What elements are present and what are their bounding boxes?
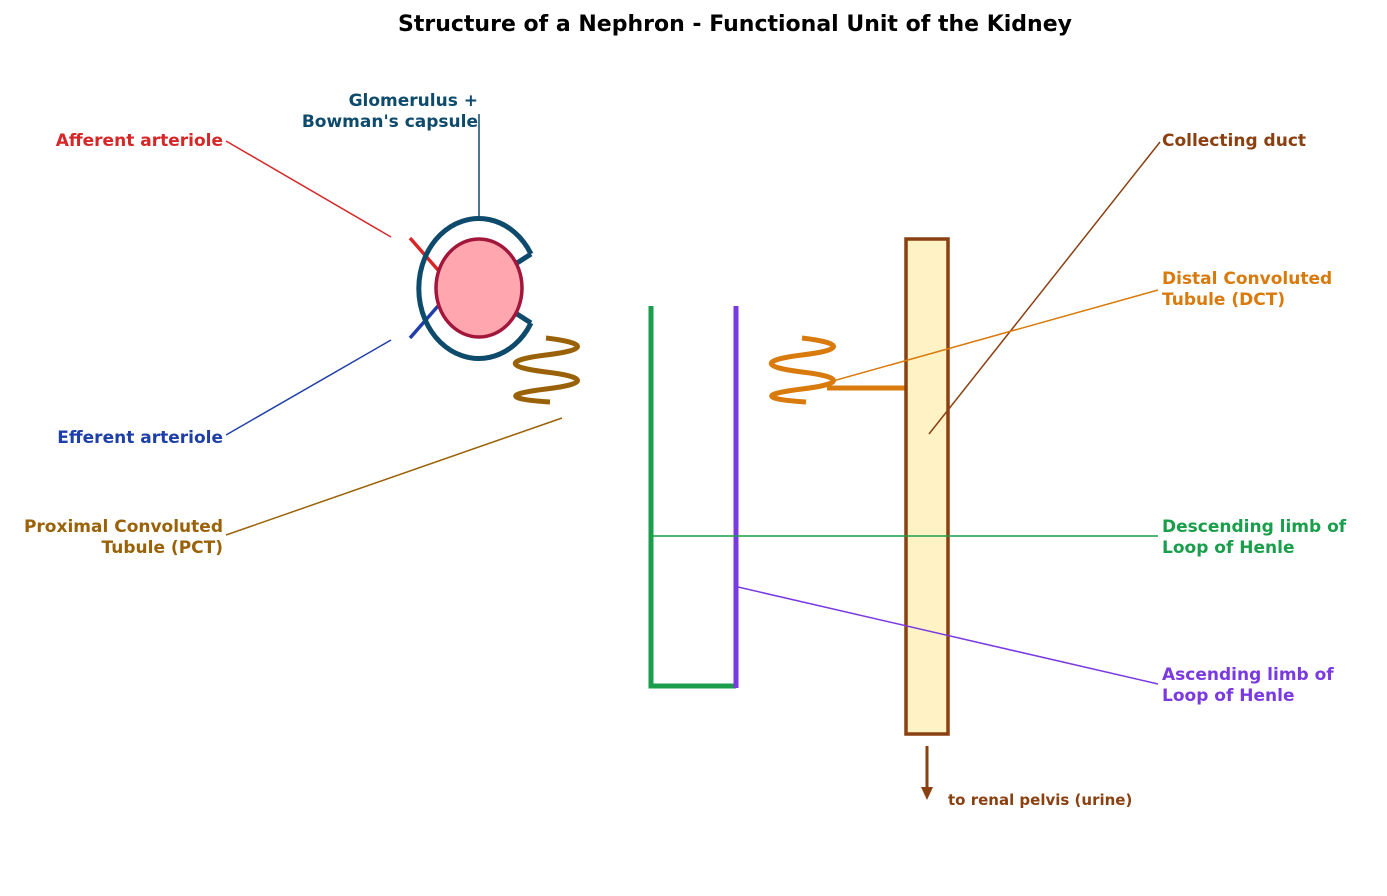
proximal-convoluted-tubule <box>512 335 580 405</box>
bowmans-capsule-lip-bottom <box>515 311 533 326</box>
label-ascending-line1: Ascending limb of <box>1162 665 1334 685</box>
label-dct-line1: Distal Convoluted <box>1162 269 1332 289</box>
bowmans-capsule-lip-top <box>515 251 533 266</box>
label-collecting: Collecting duct <box>1162 131 1306 151</box>
label-ascending-line2: Loop of Henle <box>1162 686 1295 706</box>
collecting-duct <box>904 237 950 736</box>
distal-convoluted-tubule <box>768 335 836 405</box>
label-descending-line2: Loop of Henle <box>1162 538 1295 558</box>
leader-pct <box>225 417 563 536</box>
label-pct-line2: Tubule (PCT) <box>102 538 223 558</box>
label-dct-line2: Tubule (DCT) <box>1162 290 1285 310</box>
leader-dct <box>814 289 1159 387</box>
label-efferent: Efferent arteriole <box>57 428 223 448</box>
descending-limb <box>648 306 736 689</box>
bowmans-capsule <box>416 216 534 361</box>
urine-arrow-head <box>921 787 933 800</box>
label-urine: to renal pelvis (urine) <box>948 791 1132 809</box>
label-glomerulus-line2: Bowman's capsule <box>302 112 478 132</box>
leader-afferent <box>225 140 392 238</box>
leader-collecting <box>928 141 1161 435</box>
label-descending-line1: Descending limb of <box>1162 517 1347 537</box>
label-afferent: Afferent arteriole <box>56 131 223 151</box>
label-pct-line1: Proximal Convoluted <box>24 517 223 537</box>
label-glomerulus-line1: Glomerulus + <box>349 91 478 111</box>
leader-ascending <box>737 586 1159 685</box>
leader-efferent <box>225 339 392 436</box>
glomerulus <box>434 237 524 339</box>
diagram-title: Structure of a Nephron - Functional Unit… <box>398 12 1072 37</box>
